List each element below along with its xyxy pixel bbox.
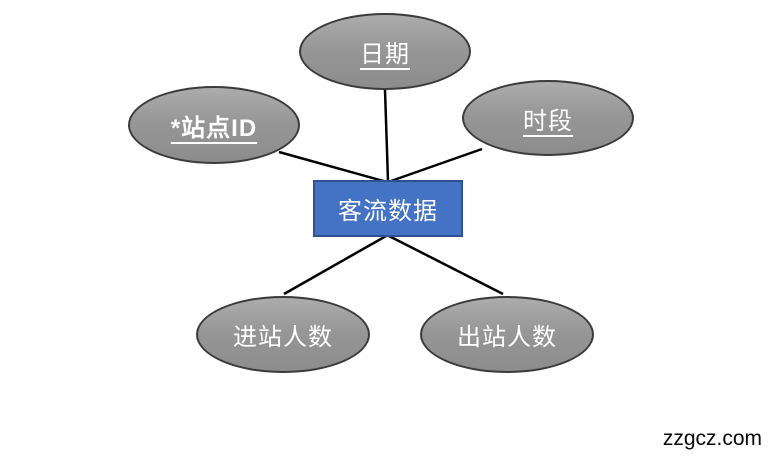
connector-entity-inbound [283, 234, 387, 296]
attribute-date-label: 日期 [360, 41, 410, 68]
attribute-period-label: 时段 [523, 107, 573, 135]
attribute-outbound-count-label: 出站人数 [457, 324, 557, 351]
watermark: zzgcz.com [662, 427, 762, 450]
connector-entity-outbound [388, 234, 504, 296]
attribute-ellipse-date: 日期 [299, 13, 471, 90]
attribute-ellipse-inbound-count: 进站人数 [196, 296, 370, 373]
connector-date-entity [383, 89, 390, 182]
attribute-inbound-count-label: 进站人数 [233, 324, 333, 351]
connector-station-entity [278, 150, 388, 184]
attribute-ellipse-station-id: *站点ID [128, 86, 300, 164]
connector-period-entity [390, 147, 483, 183]
attribute-ellipse-outbound-count: 出站人数 [420, 296, 594, 373]
entity-passenger-flow-data-label: 客流数据 [338, 198, 438, 225]
entity-passenger-flow-data: 客流数据 [313, 180, 463, 237]
attribute-station-id-label: *站点ID [170, 114, 258, 142]
attribute-ellipse-period: 时段 [462, 80, 634, 156]
